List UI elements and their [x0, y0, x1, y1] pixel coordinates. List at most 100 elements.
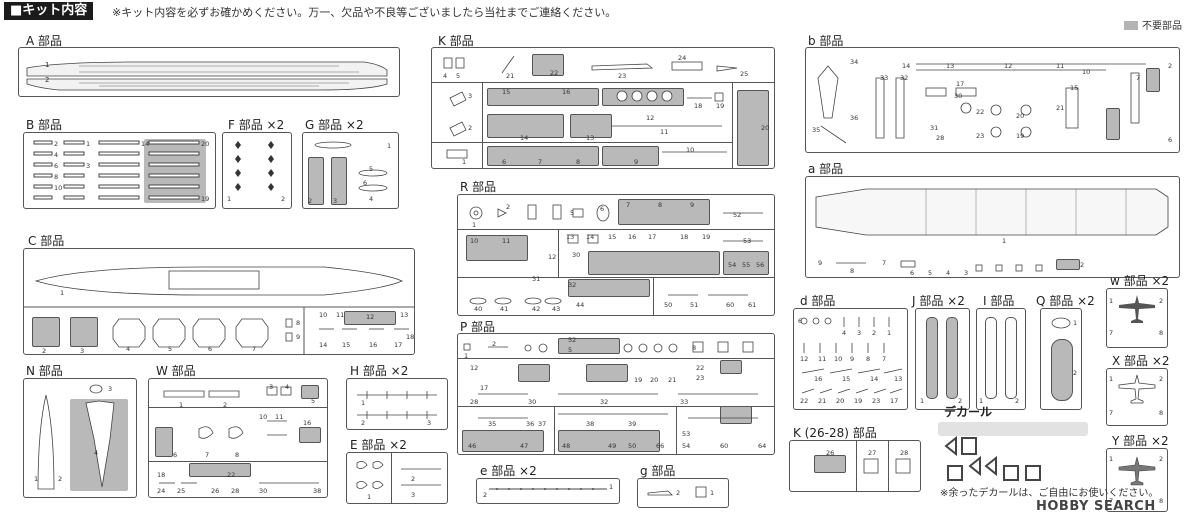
part-number: 54	[682, 442, 691, 450]
part-number: 8	[296, 319, 301, 327]
part-number: 46	[468, 442, 477, 450]
unneeded-part	[558, 430, 660, 452]
part-number: 12	[470, 364, 479, 372]
part-number: 1	[227, 195, 232, 203]
section-label-r: R 部品	[460, 180, 497, 194]
part-number: 25	[740, 70, 749, 78]
part-number: 12	[646, 114, 655, 122]
part-number: 2	[308, 197, 313, 205]
part-number: 2	[468, 124, 473, 132]
section-label-c: C 部品	[28, 234, 65, 248]
part-number: 52	[568, 336, 577, 344]
unneeded-part	[1056, 259, 1080, 270]
sprue-p: 1 2 52 5 8 12 17 19 20 21 22 23 28 30 32…	[457, 333, 775, 455]
part-number: 2	[958, 397, 963, 405]
unneeded-part	[946, 317, 958, 399]
part-number: 8	[576, 158, 581, 166]
part-number: 1	[45, 61, 50, 69]
part-number: 1	[609, 483, 614, 491]
aircraft-drawing	[1118, 374, 1156, 404]
part-number: 33	[880, 74, 889, 82]
part-number: 35	[488, 420, 497, 428]
part-number: 6	[910, 269, 915, 277]
part-number: 50	[664, 301, 673, 309]
part-number: 8	[1159, 409, 1164, 417]
part-number: 6	[798, 317, 803, 325]
part-number: 2	[411, 475, 416, 483]
sprue-c: 1 2 3 4 5 6 7 8 9 10 11 12 13 14 15 16 1…	[23, 248, 415, 355]
unneeded-part	[466, 235, 528, 261]
part-number: 54	[728, 261, 737, 269]
unneeded-region	[144, 139, 206, 203]
part-number: 60	[720, 442, 729, 450]
part-number: 26	[826, 449, 835, 457]
part-number: 4	[443, 72, 448, 80]
r-parts	[469, 204, 763, 305]
part-number: 2	[361, 419, 366, 427]
part-number: 32	[600, 398, 609, 406]
sprue-a: 1 2	[18, 47, 400, 97]
part-number: 22	[696, 364, 705, 372]
section-label-j: J 部品 ×2	[912, 294, 965, 308]
section-label-p: P 部品	[460, 320, 496, 334]
unneeded-part	[618, 199, 710, 225]
sprue-i: 1 2	[976, 308, 1026, 410]
part-number: 5	[456, 72, 461, 80]
sprue-n: 3 1 2 4	[23, 378, 137, 498]
part-number: 20	[836, 397, 845, 405]
decal-title: デカール	[944, 405, 993, 419]
g-lower-parts	[647, 486, 707, 498]
part-number: 1	[979, 397, 984, 405]
section-label-h: H 部品 ×2	[350, 364, 409, 378]
part-number: 50	[628, 442, 637, 450]
part-number: 8	[850, 267, 855, 275]
sprue-j: 1 2	[915, 308, 970, 410]
part-number: 20	[201, 140, 210, 148]
decal-note: ※余ったデカールは、ご自由にお使いください。	[940, 488, 1159, 499]
part-number: 23	[696, 374, 705, 382]
part-number: 41	[500, 305, 509, 313]
part-number: 1	[1002, 237, 1007, 245]
e-lower-parts	[489, 488, 607, 490]
part-number: 5	[369, 165, 374, 173]
part-number: 7	[882, 259, 887, 267]
part-number: 17	[480, 384, 489, 392]
unneeded-part	[570, 114, 612, 138]
part-number: 10	[319, 311, 328, 319]
part-number: 15	[1070, 84, 1079, 92]
part-number: 36	[526, 420, 535, 428]
part-number: 19	[201, 195, 210, 203]
part-number: 3	[108, 385, 113, 393]
part-number: 7	[626, 201, 631, 209]
part-number: 31	[930, 124, 939, 132]
part-number: 19	[1016, 132, 1025, 140]
part-number: 35	[812, 126, 821, 134]
part-number: 2	[483, 491, 488, 499]
part-number: 8	[658, 201, 663, 209]
part-number: 13	[586, 134, 595, 142]
section-label-x: X 部品 ×2	[1112, 354, 1170, 368]
unneeded-part	[155, 427, 173, 457]
part-number: 1	[710, 489, 715, 497]
part-number: 21	[1056, 104, 1065, 112]
sprue-g-lower: 2 1	[637, 478, 729, 508]
unneeded-part	[344, 311, 396, 325]
part-number: 21	[818, 397, 827, 405]
part-number: 51	[690, 301, 699, 309]
section-label-d: d 部品	[800, 294, 836, 308]
part-number: 14	[141, 140, 150, 148]
part-number: 13	[566, 233, 575, 241]
f-parts	[235, 141, 274, 191]
unneeded-part	[1146, 68, 1160, 92]
part-number: 47	[520, 442, 529, 450]
hull-half-drawing	[26, 61, 388, 91]
part-number: 8	[866, 355, 871, 363]
legend-swatch	[1124, 21, 1138, 30]
sprue-r: 1 2 5 6 7 8 9 10 11 12 13 14 15 16 17 18…	[457, 194, 775, 316]
part-number: 1	[179, 401, 184, 409]
part-number: 10	[834, 355, 843, 363]
part-number: 5	[568, 346, 573, 354]
part-number: 18	[680, 233, 689, 241]
part-number: 32	[568, 281, 577, 289]
part-number: 30	[954, 92, 963, 100]
